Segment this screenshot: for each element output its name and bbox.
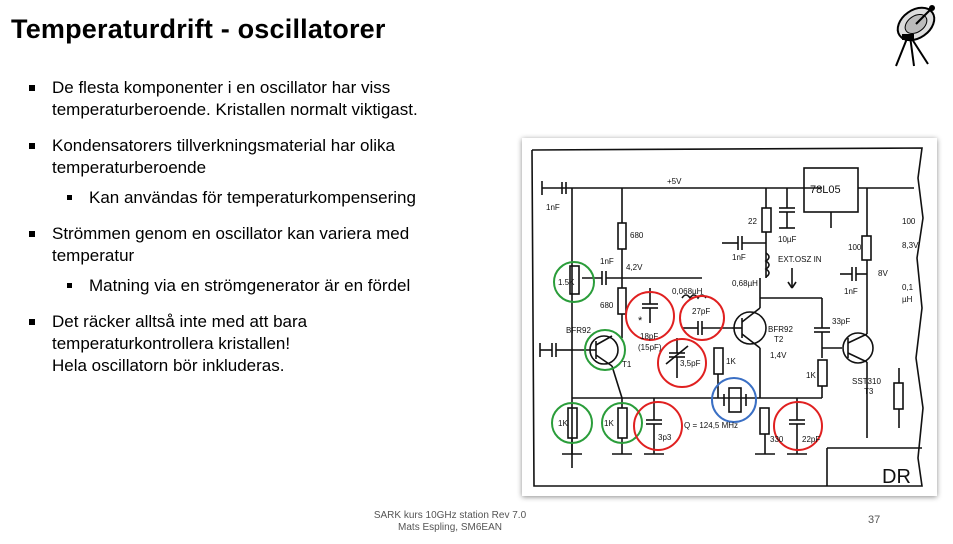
svg-text:0,068µH: 0,068µH (672, 287, 703, 296)
bullet-item: Strömmen genom en oscillator kan variera… (28, 223, 498, 267)
svg-text:(15pF): (15pF) (638, 343, 662, 352)
svg-text:18pF: 18pF (640, 332, 658, 341)
svg-text:1nF: 1nF (844, 287, 858, 296)
svg-text:100: 100 (848, 243, 862, 252)
svg-text:10µF: 10µF (778, 235, 797, 244)
svg-text:330: 330 (770, 435, 784, 444)
svg-text:T2: T2 (774, 335, 784, 344)
svg-text:680: 680 (630, 231, 644, 240)
sub-bullet-item: Matning via en strömgenerator är en förd… (66, 275, 498, 297)
svg-text:8,3V: 8,3V (902, 241, 919, 250)
schematic-drawing: +5V 78L05 1nF 680 1nF 4,2V 680 BFR92 T1 … (531, 147, 924, 488)
svg-text:3,5pF: 3,5pF (680, 359, 701, 368)
svg-text:27pF: 27pF (692, 307, 710, 316)
svg-text:µH: µH (902, 295, 913, 304)
svg-text:BFR92: BFR92 (768, 325, 793, 334)
svg-text:1K: 1K (726, 357, 736, 366)
page-number: 37 (868, 514, 881, 526)
svg-text:1nF: 1nF (732, 253, 746, 262)
svg-text:0,68µH: 0,68µH (732, 279, 758, 288)
bullet-item: De flesta komponenter i en oscillator ha… (28, 77, 498, 121)
svg-text:100: 100 (902, 217, 916, 226)
bullet-list: De flesta komponenter i en oscillator ha… (28, 77, 498, 391)
bullet-item: Det räcker alltså inte med att bara temp… (28, 311, 498, 377)
svg-text:1nF: 1nF (600, 257, 614, 266)
svg-text:1nF: 1nF (546, 203, 560, 212)
svg-text:22pF: 22pF (802, 435, 820, 444)
svg-text:4,2V: 4,2V (626, 263, 643, 272)
label-supply: +5V (667, 177, 682, 186)
svg-text:DR: DR (882, 466, 911, 488)
svg-text:EXT.OSZ IN: EXT.OSZ IN (778, 255, 822, 264)
bullet-item: Kondensatorers tillverkningsmaterial har… (28, 135, 498, 179)
svg-text:680: 680 (600, 301, 614, 310)
footer-author: Mats Espling, SM6EAN (398, 522, 502, 533)
label-regulator: 78L05 (810, 184, 841, 196)
svg-text:3p3: 3p3 (658, 433, 672, 442)
svg-text:T3: T3 (864, 387, 874, 396)
svg-text:1K: 1K (806, 371, 816, 380)
svg-text:8V: 8V (878, 269, 888, 278)
svg-text:1.5K: 1.5K (558, 278, 575, 287)
svg-text:0,1: 0,1 (902, 283, 914, 292)
svg-text:1K: 1K (558, 419, 568, 428)
footer-course: SARK kurs 10GHz station Rev 7.0 (373, 510, 527, 521)
slide-footer: SARK kurs 10GHz station Rev 7.0 Mats Esp… (330, 510, 570, 534)
sub-bullet-item: Kan användas för temperaturkompensering (66, 187, 498, 209)
svg-text:BFR92: BFR92 (566, 326, 591, 335)
satellite-dish-icon (895, 5, 936, 67)
svg-text:22: 22 (748, 217, 757, 226)
slide-title: Temperaturdrift - oscillatorer (11, 14, 386, 44)
svg-text:*: * (638, 315, 643, 327)
svg-text:T1: T1 (622, 360, 632, 369)
svg-text:SST310: SST310 (852, 377, 881, 386)
oscillator-schematic-figure: +5V 78L05 1nF 680 1nF 4,2V 680 BFR92 T1 … (522, 138, 937, 496)
svg-text:33pF: 33pF (832, 317, 850, 326)
svg-text:1,4V: 1,4V (770, 351, 787, 360)
svg-text:Q = 124,5 MHz: Q = 124,5 MHz (684, 421, 738, 430)
svg-text:1K: 1K (604, 419, 614, 428)
